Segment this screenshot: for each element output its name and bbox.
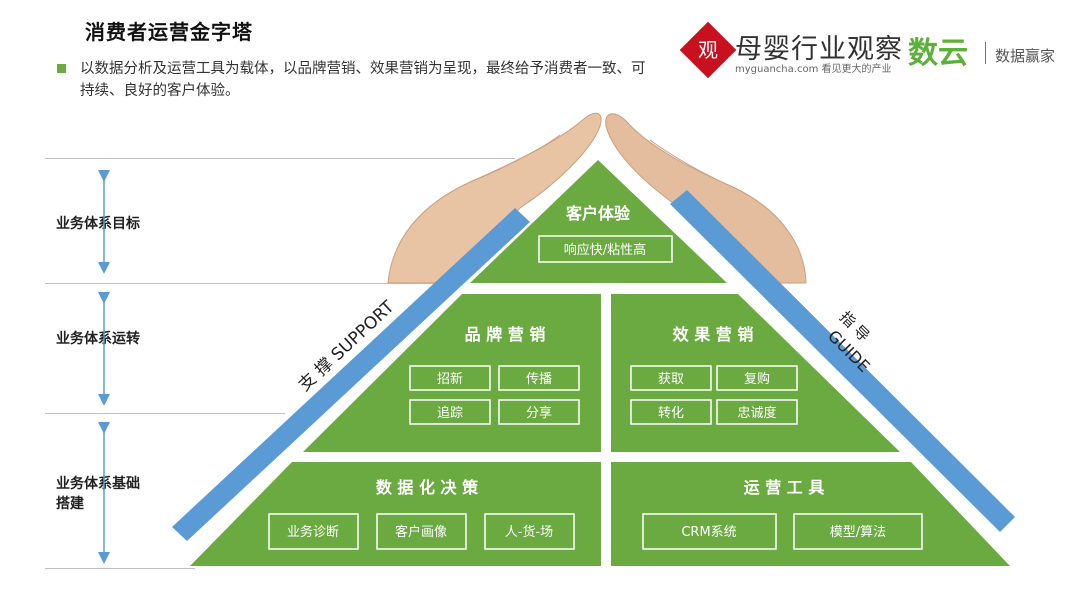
item-box-spread [498, 365, 580, 391]
item-repurchase: 复购 [744, 371, 770, 387]
item-crm: CRM系统 [681, 525, 736, 540]
support-bar [172, 208, 530, 541]
row-label-foundation-line2: 搭建 [56, 496, 84, 512]
shuyun-logo-tagline: 数据赢家 [995, 47, 1056, 65]
item-box-recruit [409, 365, 491, 391]
item-box-convert [630, 399, 712, 425]
tier-top-title: 客户体验 [566, 204, 631, 223]
row-divider [45, 158, 515, 159]
item-box-share [498, 399, 580, 425]
item-persona: 客户画像 [395, 524, 447, 540]
row-divider [45, 413, 285, 414]
item-people-goods-place: 人-货-场 [505, 524, 553, 540]
item-spread: 传播 [526, 372, 552, 387]
row-divider [45, 283, 445, 284]
guide-bar [670, 190, 1015, 532]
shuyun-logo-name: 数云 [908, 36, 968, 71]
item-box-response [538, 235, 673, 263]
item-convert: 转化 [658, 406, 684, 421]
item-loyalty: 忠诚度 [737, 405, 776, 421]
item-box-model [793, 513, 923, 550]
tier-middle-left-title: 品 牌 营 销 [465, 325, 546, 344]
item-box-track [409, 399, 491, 425]
item-box-repurchase [716, 365, 798, 391]
row-divider [45, 568, 195, 569]
item-box-people-goods-place [484, 513, 575, 550]
item-box-loyalty [716, 399, 798, 425]
page-subtitle: 以数据分析及运营工具为载体，以品牌营销、效果营销为呈现，最终给予消费者一致、可持… [80, 61, 646, 99]
item-share: 分享 [526, 405, 552, 421]
tier-middle-right-title: 效 果 营 销 [673, 325, 754, 344]
logo-separator [985, 42, 986, 64]
item-box-diagnosis [268, 513, 359, 550]
item-track: 追踪 [437, 405, 463, 421]
item-box-acquire [630, 365, 712, 391]
item-box-persona [376, 513, 467, 550]
item-diagnosis: 业务诊断 [287, 524, 339, 540]
tier-middle-right [611, 294, 900, 452]
bullet-icon [57, 64, 66, 73]
item-acquire: 获取 [658, 372, 684, 387]
item-recruit: 招新 [437, 371, 463, 387]
tier-middle-left [303, 294, 601, 452]
muying-logo-char: 观 [698, 38, 718, 62]
muying-logo-url: myguancha.com 看见更大的产业 [735, 64, 892, 75]
tier-bottom-right-title: 运 营 工 具 [744, 478, 825, 497]
tier-top [470, 160, 727, 283]
tier-bottom-left-title: 数 据 化 决 策 [376, 478, 479, 497]
hands-roof-image [387, 112, 807, 284]
item-model: 模型/算法 [830, 525, 886, 540]
page-title: 消费者运营金字塔 [85, 20, 253, 44]
muying-logo-name: 母婴行业观察 [735, 34, 903, 65]
item-box-crm [642, 513, 777, 550]
item-response: 响应快/粘性高 [564, 242, 646, 258]
